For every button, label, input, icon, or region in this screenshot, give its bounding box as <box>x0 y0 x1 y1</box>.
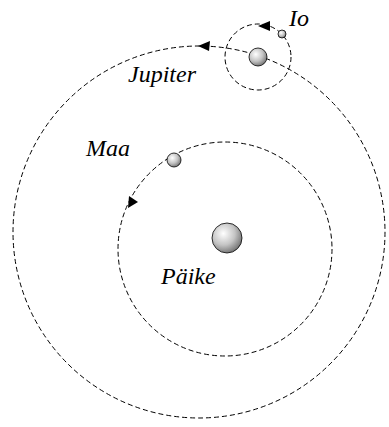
earth-orbit <box>118 142 332 356</box>
sun-circle <box>212 223 242 253</box>
planet-label: Jupiter <box>128 62 196 86</box>
orbit-arrow <box>128 196 138 208</box>
planet-label: Io <box>289 6 309 30</box>
jupiter-orbit <box>13 46 385 418</box>
planet-label: Päike <box>161 264 216 288</box>
orbit-arrow <box>258 21 270 31</box>
io-circle <box>278 30 286 38</box>
jupiter-circle <box>249 48 267 66</box>
planet-label: Maa <box>86 136 130 160</box>
orbit-arrow <box>198 41 210 51</box>
io-orbit <box>225 24 291 90</box>
earth-circle <box>167 153 181 167</box>
